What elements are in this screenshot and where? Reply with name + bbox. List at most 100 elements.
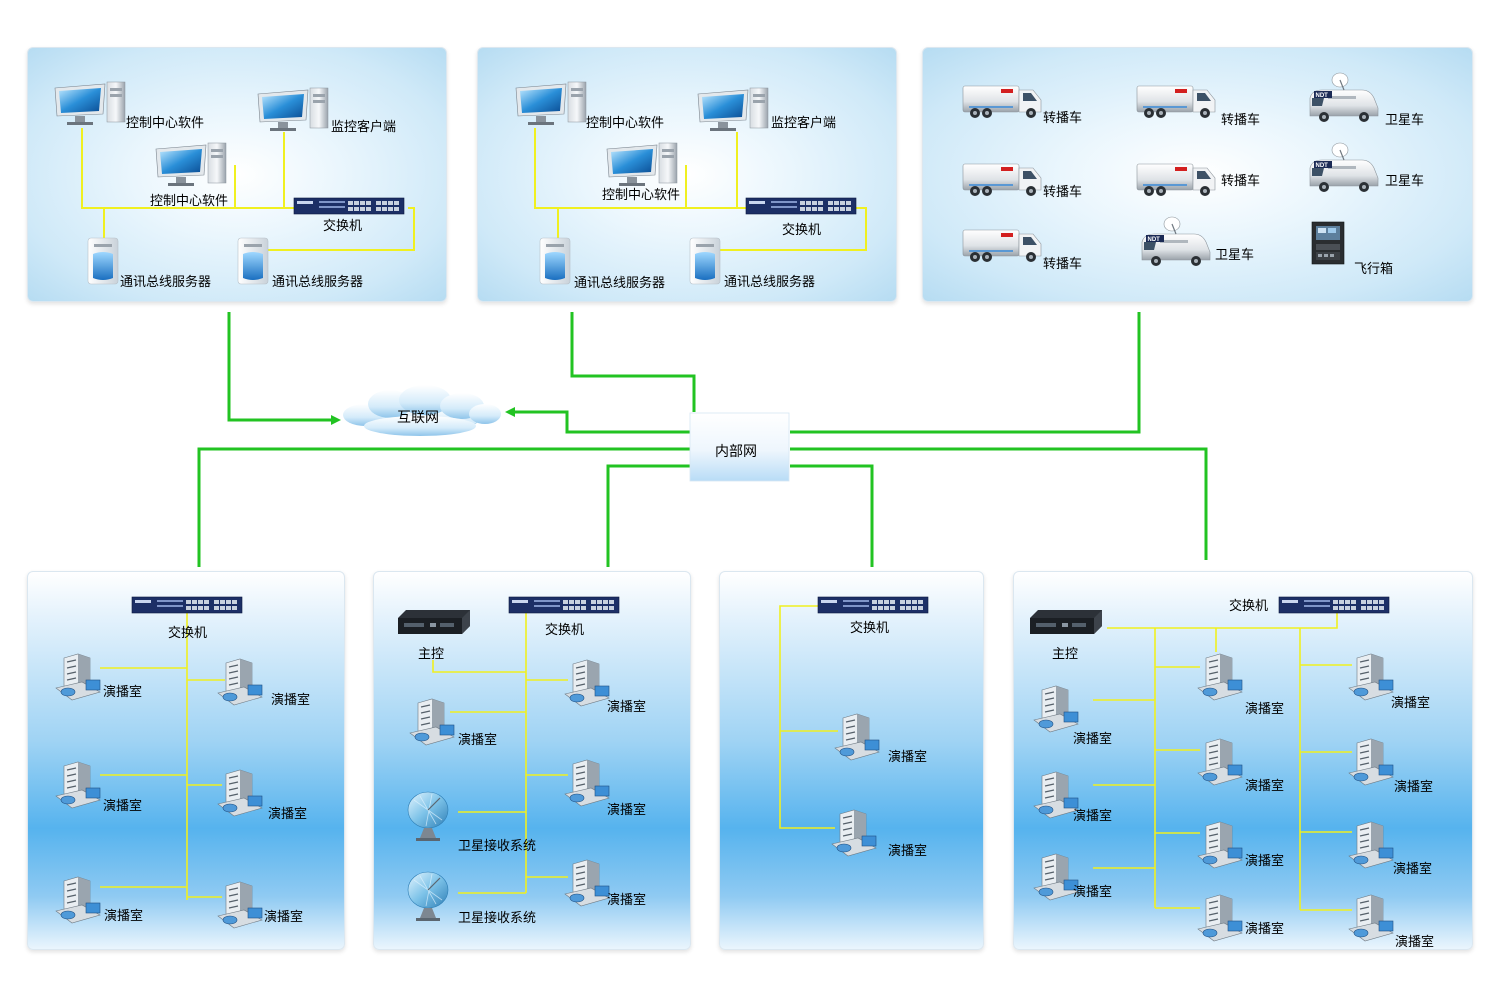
studio-icon [1348, 738, 1394, 786]
studio-icon [217, 658, 263, 706]
intranet-box [689, 412, 790, 482]
monitor-client-label: 监控客户端 [331, 119, 397, 134]
studio-panel-4 [1013, 571, 1473, 950]
lan-links [1093, 612, 1352, 911]
switch-icon [131, 596, 243, 614]
studio-label: 演播室 [103, 798, 143, 813]
studio-label: 演播室 [888, 749, 928, 764]
studio-label: 演播室 [1393, 861, 1433, 876]
studio-icon [831, 809, 877, 857]
satellite-receiver-label: 卫星接收系统 [458, 910, 537, 925]
studio-label: 演播室 [607, 699, 647, 714]
studio-icon [1348, 894, 1394, 942]
switch-label: 交换机 [782, 222, 822, 237]
master-control-label: 主控 [1052, 646, 1079, 661]
computer-icon [54, 81, 126, 126]
computer-icon [606, 142, 678, 187]
studio-icon [1348, 653, 1394, 701]
studio-label: 演播室 [1245, 778, 1285, 793]
computer-icon [155, 142, 227, 187]
lan-links [100, 612, 225, 900]
satellite-dish-icon [407, 791, 449, 842]
master-control-icon [398, 610, 470, 634]
studio-icon [1348, 821, 1394, 869]
computer-icon [697, 87, 769, 132]
studio-icon [1197, 653, 1243, 701]
relay-truck-icon [962, 229, 1042, 263]
studio-label: 演播室 [271, 692, 311, 707]
studio-panel-3 [719, 571, 984, 950]
flight-case-label: 飞行箱 [1354, 261, 1394, 276]
satellite-truck-label: 卫星车 [1215, 247, 1255, 262]
studio-icon [217, 769, 263, 817]
studio-icon [409, 698, 455, 746]
control-software-label: 控制中心软件 [602, 187, 681, 202]
relay-truck-label: 转播车 [1221, 112, 1261, 127]
relay-truck-icon [962, 85, 1042, 119]
relay-truck-label: 转播车 [1043, 256, 1083, 271]
computer-icon [515, 81, 587, 126]
satellite-truck-icon [1141, 216, 1211, 267]
lan-links [81, 128, 415, 251]
studio-label: 演播室 [607, 802, 647, 817]
studio-icon [834, 713, 880, 761]
studio-label: 演播室 [104, 908, 144, 923]
switch-label: 交换机 [168, 625, 208, 640]
studio-label: 演播室 [888, 843, 928, 858]
studio-icon [564, 659, 610, 707]
control-software-label: 控制中心软件 [126, 115, 205, 130]
studio-label: 演播室 [607, 892, 647, 907]
studio-icon [1197, 894, 1243, 942]
satellite-truck-icon [1309, 142, 1379, 193]
studio-label: 演播室 [1245, 701, 1285, 716]
switch-icon [293, 197, 405, 215]
flight-case-icon [1311, 221, 1345, 265]
studio-icon [55, 876, 101, 924]
satellite-truck-icon [1309, 72, 1379, 123]
arrow-head [331, 415, 341, 425]
server-icon [689, 237, 721, 285]
relay-truck-label: 转播车 [1221, 173, 1261, 188]
intranet-label: 内部网 [715, 443, 757, 459]
studio-label: 演播室 [1073, 808, 1113, 823]
switch-icon [1278, 596, 1390, 614]
switch-label: 交换机 [323, 218, 363, 233]
switch-icon [817, 596, 929, 614]
arrow-head [505, 407, 515, 417]
studio-icon [564, 859, 610, 907]
studio-icon [217, 881, 263, 929]
studio-icon [55, 653, 101, 701]
control-software-label: 控制中心软件 [150, 193, 229, 208]
bus-server-label: 通讯总线服务器 [120, 274, 212, 289]
server-icon [87, 237, 119, 285]
satellite-truck-label: 卫星车 [1385, 173, 1425, 188]
studio-icon [1033, 771, 1079, 819]
switch-label: 交换机 [545, 622, 585, 637]
internet-label: 互联网 [397, 409, 439, 425]
switch-label: 交换机 [850, 620, 890, 635]
switch-label: 交换机 [1229, 598, 1269, 613]
control-software-label: 控制中心软件 [586, 115, 665, 130]
lan-links [432, 612, 568, 894]
studio-icon [1197, 821, 1243, 869]
backbone-links [197, 312, 1208, 567]
studio-icon [564, 759, 610, 807]
relay-truck-label: 转播车 [1043, 110, 1083, 125]
server-icon [539, 237, 571, 285]
satellite-receiver-label: 卫星接收系统 [458, 838, 537, 853]
studio-label: 演播室 [1395, 934, 1435, 949]
satellite-truck-label: 卫星车 [1385, 112, 1425, 127]
studio-icon [1033, 853, 1079, 901]
lan-links [779, 605, 838, 829]
relay-truck-icon [1136, 85, 1216, 119]
studio-label: 演播室 [268, 806, 308, 821]
studio-label: 演播室 [1245, 853, 1285, 868]
studio-label: 演播室 [1245, 921, 1285, 936]
studio-label: 演播室 [1394, 779, 1434, 794]
studio-icon [1197, 738, 1243, 786]
switch-icon [508, 596, 620, 614]
studio-label: 演播室 [1073, 884, 1113, 899]
studio-icon [55, 761, 101, 809]
relay-truck-icon [962, 163, 1042, 197]
